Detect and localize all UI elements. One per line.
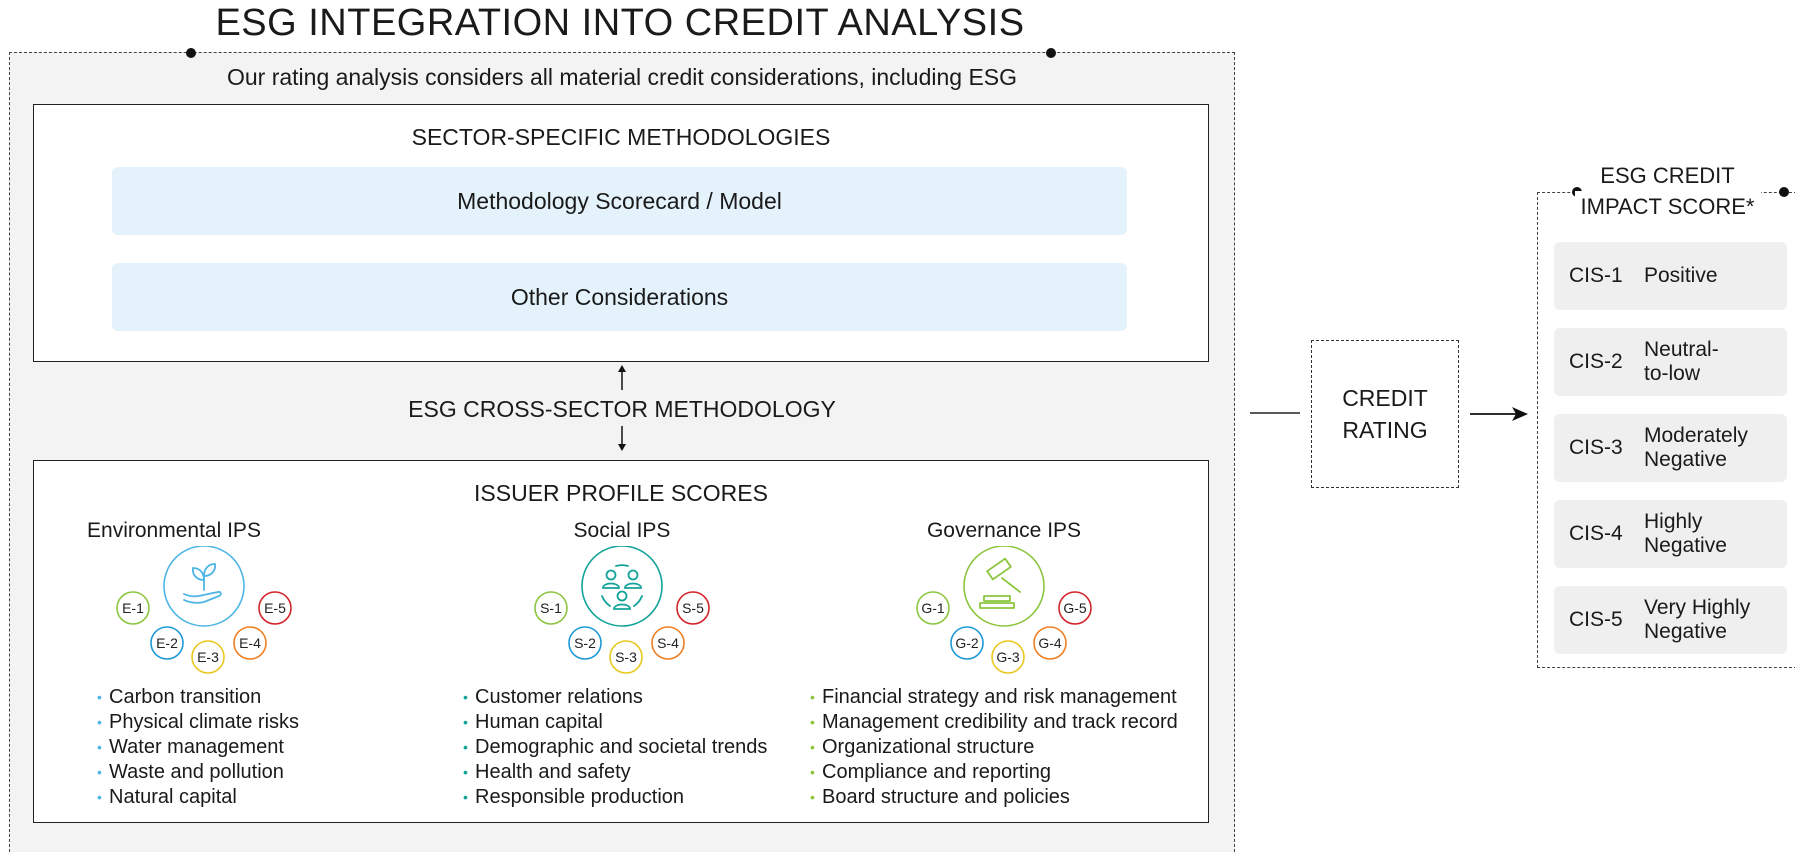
sector-box-title: SECTOR-SPECIFIC METHODOLOGIES xyxy=(411,124,831,150)
svg-text:S-3: S-3 xyxy=(615,649,637,665)
people-cycle-icon xyxy=(601,564,643,610)
svg-text:G-5: G-5 xyxy=(1063,600,1087,616)
governance-ips-graphic: G-1 G-5 G-2 G-4 G-3 xyxy=(916,546,1092,674)
svg-text:S-4: S-4 xyxy=(657,635,679,651)
list-item: •Responsible production xyxy=(463,786,685,808)
e-5-badge: E-5 xyxy=(258,591,292,625)
other-considerations-bar: Other Considerations xyxy=(112,263,1127,331)
svg-text:G-3: G-3 xyxy=(996,649,1020,665)
cis-label: Positive xyxy=(1644,264,1718,287)
e-3-badge: E-3 xyxy=(191,640,225,674)
diagram-title: ESG INTEGRATION INTO CREDIT ANALYSIS xyxy=(215,2,1025,44)
g-3-badge: G-3 xyxy=(991,640,1025,674)
cis-title: ESG CREDIT IMPACT SCORE* xyxy=(1540,160,1795,222)
list-item: •Health and safety xyxy=(463,761,631,783)
social-ips-title: Social IPS xyxy=(573,519,671,542)
list-item: •Compliance and reporting xyxy=(810,761,1052,783)
social-factor-list: •Customer relations •Human capital •Demo… xyxy=(463,685,767,810)
list-item: •Demographic and societal trends xyxy=(463,736,768,758)
list-item: •Physical climate risks xyxy=(97,711,300,733)
credit-rating-line2: RATING xyxy=(1342,417,1428,443)
ips-box-title: ISSUER PROFILE SCORES xyxy=(474,480,768,506)
list-item: •Board structure and policies xyxy=(810,786,1070,808)
cis-row-1: CIS-1 Positive xyxy=(1554,242,1787,310)
svg-text:S-2: S-2 xyxy=(574,635,596,651)
plant-in-hand-icon xyxy=(183,563,222,604)
svg-text:G-2: G-2 xyxy=(955,635,979,651)
list-item: •Carbon transition xyxy=(97,686,262,708)
issuer-profile-scores-box: ISSUER PROFILE SCORES Environmental IPS … xyxy=(33,460,1209,823)
cis-code: CIS-3 xyxy=(1569,436,1623,459)
e-1-badge: E-1 xyxy=(116,591,150,625)
list-item: •Customer relations xyxy=(463,686,643,708)
list-item: •Waste and pollution xyxy=(97,761,284,783)
list-item: •Management credibility and track record xyxy=(810,711,1178,733)
environmental-ips-title: Environmental IPS xyxy=(87,519,261,542)
list-item: •Natural capital xyxy=(97,786,237,808)
list-item: •Human capital xyxy=(463,711,603,733)
cis-code: CIS-1 xyxy=(1569,264,1623,287)
cis-dot-right xyxy=(1779,187,1789,197)
svg-text:E-2: E-2 xyxy=(156,635,178,651)
e-2-badge: E-2 xyxy=(150,626,184,660)
sector-methodologies-box: SECTOR-SPECIFIC METHODOLOGIES Methodolog… xyxy=(33,104,1209,362)
g-1-badge: G-1 xyxy=(916,591,950,625)
frame-dot-left xyxy=(186,48,196,58)
down-arrow-icon xyxy=(618,426,626,451)
cis-code: CIS-5 xyxy=(1569,608,1623,631)
cross-sector-label: ESG CROSS-SECTOR METHODOLOGY xyxy=(408,396,836,422)
svg-text:S-5: S-5 xyxy=(682,600,704,616)
frame-dot-right xyxy=(1046,48,1056,58)
credit-rating-line1: CREDIT xyxy=(1342,385,1428,411)
svg-text:S-1: S-1 xyxy=(540,600,562,616)
svg-text:G-4: G-4 xyxy=(1038,635,1062,651)
connector-line xyxy=(1250,412,1300,414)
up-arrow-icon xyxy=(618,365,626,390)
g-4-badge: G-4 xyxy=(1033,626,1067,660)
framework-subtitle: Our rating analysis considers all materi… xyxy=(226,64,1018,90)
social-ips-graphic: S-1 S-5 S-2 S-4 S-3 xyxy=(534,546,710,674)
svg-text:E-3: E-3 xyxy=(197,649,219,665)
s-3-badge: S-3 xyxy=(609,640,643,674)
g-5-badge: G-5 xyxy=(1058,591,1092,625)
s-1-badge: S-1 xyxy=(534,591,568,625)
cis-row-2: CIS-2 Neutral-to-low xyxy=(1554,328,1787,396)
gavel-icon xyxy=(979,557,1021,609)
environmental-ips-graphic: E-1 E-5 E-2 E-4 E-3 xyxy=(116,546,292,674)
list-item: •Organizational structure xyxy=(810,736,1035,758)
cis-code: CIS-2 xyxy=(1569,350,1623,373)
governance-factor-list: •Financial strategy and risk management … xyxy=(810,685,1178,810)
environmental-factor-list: •Carbon transition •Physical climate ris… xyxy=(97,685,299,810)
list-item: •Financial strategy and risk management xyxy=(810,686,1177,708)
svg-text:E-1: E-1 xyxy=(122,600,144,616)
cis-label: Neutral-to-low xyxy=(1644,338,1719,385)
svg-text:E-5: E-5 xyxy=(264,600,286,616)
scorecard-bar: Methodology Scorecard / Model xyxy=(112,167,1127,235)
s-5-badge: S-5 xyxy=(676,591,710,625)
cis-code: CIS-4 xyxy=(1569,522,1623,545)
s-2-badge: S-2 xyxy=(568,626,602,660)
s-4-badge: S-4 xyxy=(651,626,685,660)
g-2-badge: G-2 xyxy=(950,626,984,660)
governance-ips-title: Governance IPS xyxy=(926,519,1082,542)
svg-text:E-4: E-4 xyxy=(239,635,261,651)
e-4-badge: E-4 xyxy=(233,626,267,660)
right-arrow-icon xyxy=(1470,407,1528,421)
svg-text:G-1: G-1 xyxy=(921,600,945,616)
credit-rating-box: CREDIT RATING xyxy=(1311,340,1459,488)
list-item: •Water management xyxy=(97,736,284,758)
